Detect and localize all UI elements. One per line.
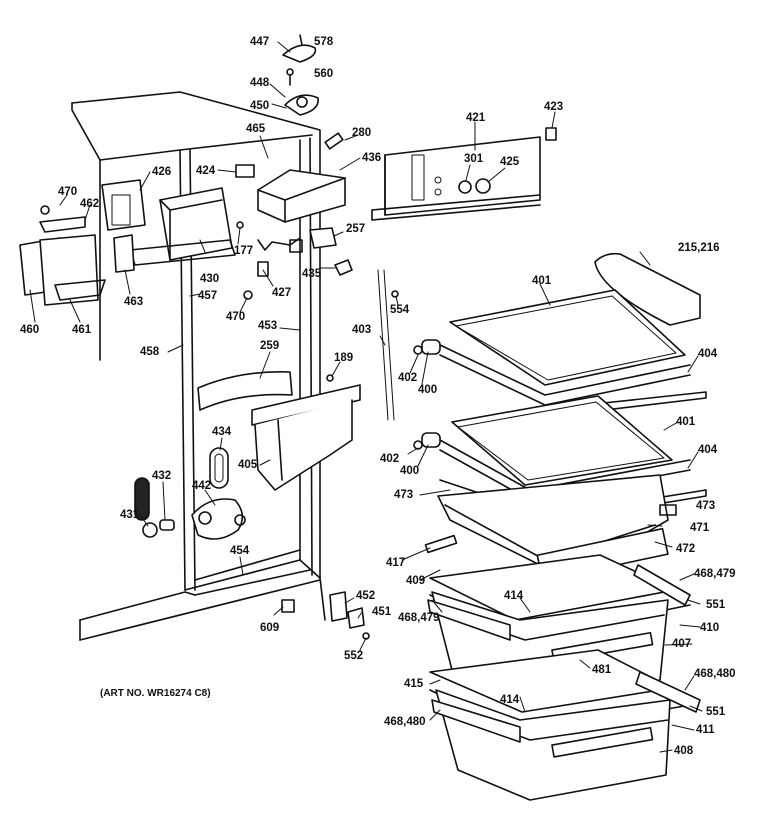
part-label-453: 453 — [258, 320, 278, 332]
center-components — [134, 269, 399, 640]
part-label-301: 301 — [464, 153, 484, 165]
part-label-460: 460 — [20, 324, 40, 336]
part-label-471: 471 — [690, 522, 710, 534]
part-label-400-mid: 400 — [400, 465, 420, 477]
part-label-434: 434 — [212, 426, 232, 438]
part-label-405: 405 — [238, 459, 258, 471]
part-label-409: 409 — [406, 575, 426, 587]
part-label-415: 415 — [404, 678, 424, 690]
part-label-552: 552 — [344, 650, 364, 662]
part-label-450: 450 — [250, 100, 270, 112]
part-label-424: 424 — [196, 165, 216, 177]
part-label-421: 421 — [466, 112, 486, 124]
part-label-403: 403 — [352, 324, 372, 336]
part-label-401-mid: 401 — [676, 416, 696, 428]
part-label-432: 432 — [152, 470, 172, 482]
part-label-578: 578 — [314, 36, 334, 48]
part-label-425: 425 — [500, 156, 520, 168]
leader-lines — [29, 41, 703, 753]
part-label-280: 280 — [352, 127, 372, 139]
part-label-410: 410 — [700, 622, 720, 634]
part-label-408: 408 — [674, 745, 694, 757]
part-label-468-479-left: 468,479 — [398, 612, 440, 624]
part-label-470-mid: 470 — [226, 311, 246, 323]
part-label-468-480-right: 468,480 — [694, 668, 736, 680]
part-label-404-top: 404 — [698, 348, 718, 360]
part-label-435: 435 — [302, 268, 322, 280]
part-label-473-right: 473 — [696, 500, 716, 512]
part-label-554: 554 — [390, 304, 410, 316]
part-label-448: 448 — [250, 77, 270, 89]
part-label-463: 463 — [124, 296, 144, 308]
part-label-402-mid: 402 — [380, 453, 400, 465]
part-label-462: 462 — [80, 198, 100, 210]
part-label-465: 465 — [246, 123, 266, 135]
part-label-257: 257 — [346, 223, 366, 235]
part-label-177: 177 — [234, 245, 254, 257]
part-label-407: 407 — [672, 638, 692, 650]
part-label-402-top: 402 — [398, 372, 418, 384]
part-label-560: 560 — [314, 68, 334, 80]
part-label-436: 436 — [362, 152, 382, 164]
part-label-401-top: 401 — [532, 275, 552, 287]
part-label-468-480-left: 468,480 — [384, 716, 426, 728]
part-label-215-216: 215,216 — [678, 242, 720, 254]
part-label-430: 430 — [200, 273, 220, 285]
part-label-414-top: 414 — [504, 590, 524, 602]
part-label-447: 447 — [250, 36, 270, 48]
part-label-551-top: 551 — [706, 599, 726, 611]
part-label-414-bottom: 414 — [500, 694, 520, 706]
art-number-note: (ART NO. WR16274 C8) — [100, 688, 211, 699]
upper-controls — [235, 34, 557, 277]
part-label-458: 458 — [140, 346, 160, 358]
part-label-454: 454 — [230, 545, 250, 557]
part-label-468-479-top: 468,479 — [694, 568, 736, 580]
part-label-404-mid: 404 — [698, 444, 718, 456]
part-label-457: 457 — [198, 290, 218, 302]
part-label-431: 431 — [120, 509, 140, 521]
part-label-481: 481 — [592, 664, 612, 676]
part-label-461: 461 — [72, 324, 92, 336]
left-components — [19, 179, 253, 306]
part-label-189: 189 — [334, 352, 354, 364]
part-label-452: 452 — [356, 590, 376, 602]
part-label-472: 472 — [676, 543, 696, 555]
part-label-426: 426 — [152, 166, 172, 178]
shelves-and-drawers — [413, 252, 707, 801]
part-label-609: 609 — [260, 622, 280, 634]
part-label-551-bottom: 551 — [706, 706, 726, 718]
part-label-473-left: 473 — [394, 489, 414, 501]
part-label-427: 427 — [272, 287, 292, 299]
part-label-400-top: 400 — [418, 384, 438, 396]
part-label-470-top: 470 — [58, 186, 78, 198]
part-label-423: 423 — [544, 101, 564, 113]
part-label-451: 451 — [372, 606, 392, 618]
part-label-411: 411 — [696, 724, 715, 736]
part-label-442: 442 — [192, 480, 212, 492]
part-label-417: 417 — [386, 557, 406, 569]
part-label-259: 259 — [260, 340, 280, 352]
